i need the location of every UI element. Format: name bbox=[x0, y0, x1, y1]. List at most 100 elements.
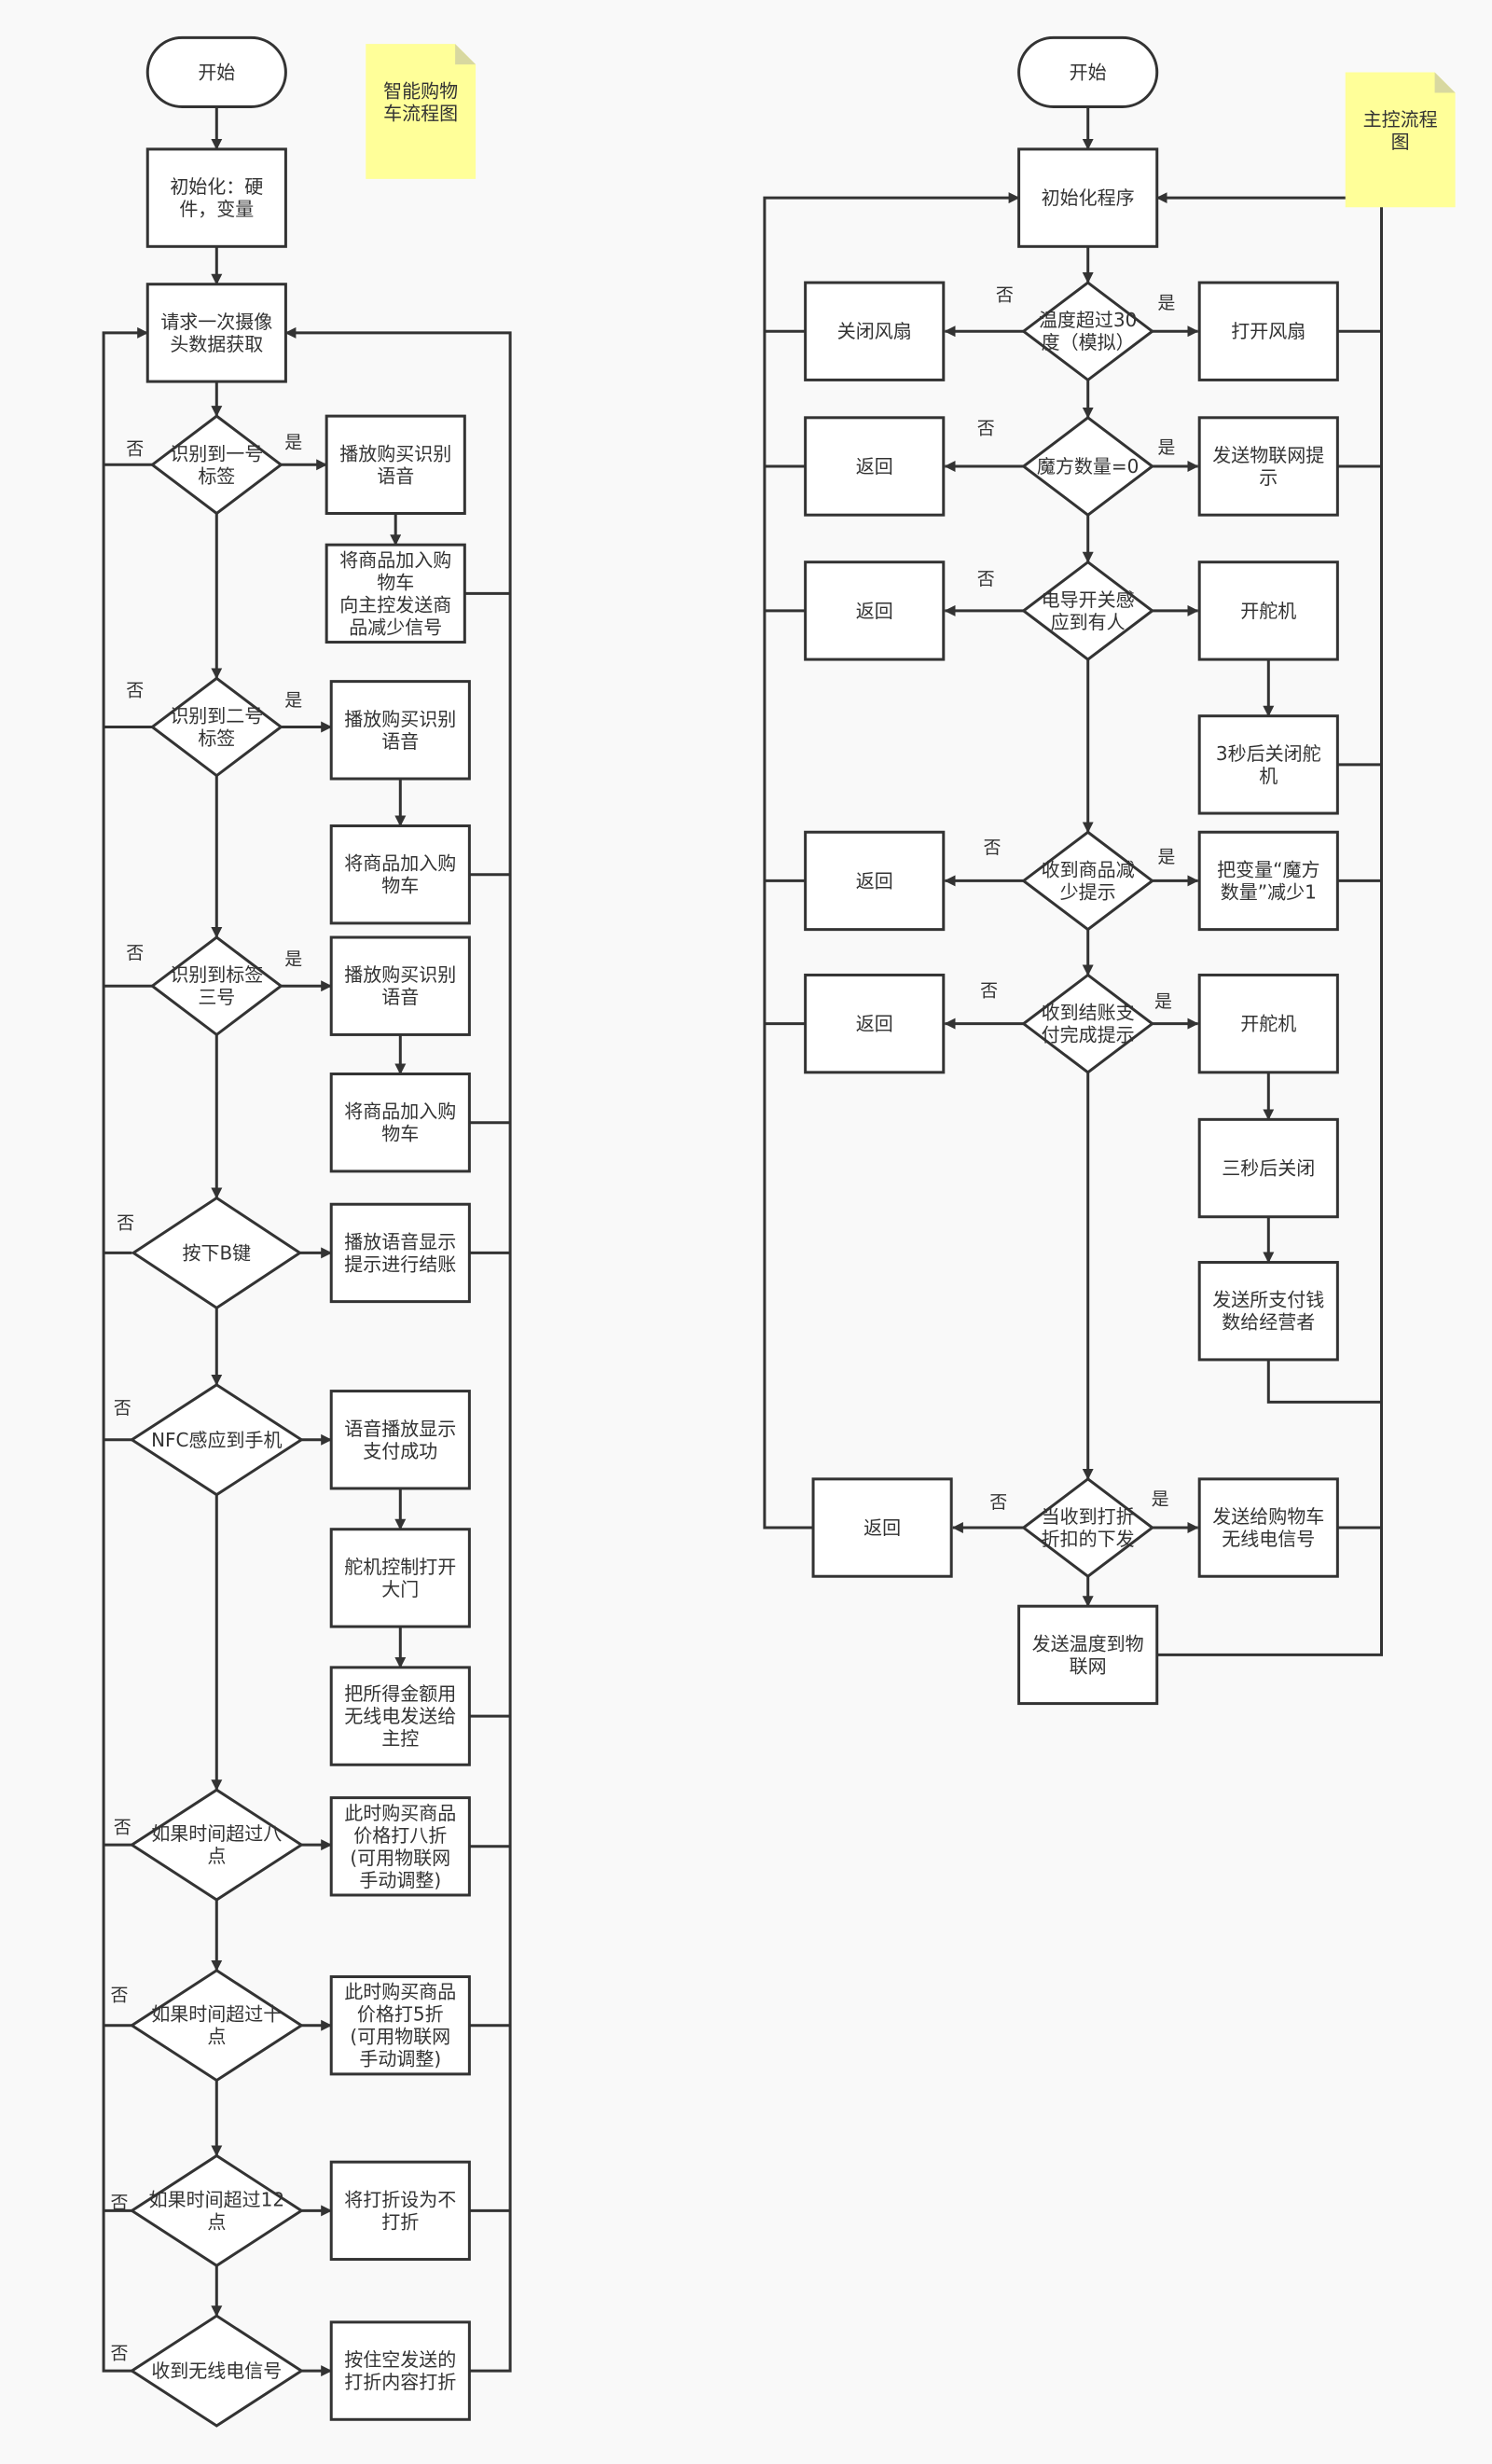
branch-label-r-d6-yes: 是 bbox=[1152, 1489, 1169, 1510]
node-r-servo1-process: 开舵机 bbox=[1197, 561, 1339, 661]
process-box bbox=[329, 1202, 471, 1304]
node-r-dec-text-line-0: 把变量“魔方 bbox=[1217, 858, 1319, 880]
connector-71 bbox=[763, 192, 1020, 1530]
node-l-a3-text-line-1: 物车 bbox=[381, 1123, 419, 1145]
node-r-ret4-text-line-0: 返回 bbox=[856, 1013, 893, 1035]
node-l-req-text-line-0: 请求一次摄像 bbox=[160, 311, 272, 333]
process-box bbox=[804, 973, 946, 1074]
decision-diamond bbox=[149, 935, 283, 1037]
node-r-d4-text-line-0: 收到商品减 bbox=[1042, 858, 1135, 880]
connector-lines bbox=[102, 106, 1383, 2377]
branch-label-r-d1-no: 否 bbox=[996, 284, 1014, 305]
node-r-d2-text-line-0: 魔方数量=0 bbox=[1037, 455, 1139, 478]
node-l-p11-text-line-1: 打折内容打折 bbox=[344, 2371, 456, 2393]
decision-diamond bbox=[1021, 973, 1155, 1074]
note-right-text-line-0: 主控流程 bbox=[1363, 108, 1438, 131]
node-r-iot-text-line-1: 示 bbox=[1259, 466, 1278, 489]
node-r-sendcart-text-line-0: 发送给购物车 bbox=[1212, 1505, 1324, 1528]
branch-label-r-d5-yes: 是 bbox=[1154, 991, 1172, 1012]
node-l-p8-text-line-0: 此时购买商品 bbox=[344, 1802, 456, 1824]
node-r-ret3-text-line-0: 返回 bbox=[856, 869, 893, 892]
branch-label-r-d4-no: 否 bbox=[983, 837, 1001, 858]
node-l-d9-decision: 收到无线电信号 bbox=[129, 2314, 304, 2428]
node-l-d3-text-line-1: 三号 bbox=[198, 986, 235, 1008]
decision-diamond bbox=[129, 2314, 304, 2428]
node-l-p9-text-line-0: 此时购买商品 bbox=[344, 1981, 456, 2003]
process-box bbox=[329, 2320, 471, 2421]
node-r-ret5-process: 返回 bbox=[811, 1477, 953, 1578]
node-l-p2-text-line-1: 语音 bbox=[381, 730, 419, 753]
node-r-fan-on-text-line-0: 打开风扇 bbox=[1231, 320, 1306, 342]
node-l-d6-text-line-1: 点 bbox=[207, 1845, 226, 1867]
decision-diamond bbox=[131, 1196, 303, 1310]
node-r-d5-text-line-0: 收到结账支 bbox=[1042, 1002, 1135, 1024]
process-box bbox=[329, 680, 471, 781]
branch-label-r-d4-yes: 是 bbox=[1157, 847, 1175, 867]
process-box bbox=[1197, 416, 1339, 517]
branch-label-l-d6-no: 否 bbox=[114, 1818, 131, 1838]
node-l-d2-text-line-0: 识别到二号 bbox=[170, 704, 263, 727]
node-r-sendtemp-text-line-0: 发送温度到物 bbox=[1032, 1632, 1144, 1654]
decision-diamond bbox=[1021, 415, 1155, 518]
branch-label-l-d3-yes: 是 bbox=[284, 949, 302, 970]
node-l-p5-text-line-0: 语音播放显示 bbox=[344, 1418, 456, 1440]
node-r-d6-text-line-1: 折扣的下发 bbox=[1042, 1528, 1135, 1550]
node-l-start-terminal: 开始 bbox=[145, 35, 287, 108]
node-r-sendmoney-text-line-1: 数给经营者 bbox=[1222, 1311, 1315, 1334]
node-l-init-process: 初始化：硬件，变量 bbox=[145, 147, 287, 248]
node-r-d4-text-line-1: 少提示 bbox=[1060, 880, 1116, 903]
sticky-notes: 智能购物车流程图主控流程图 bbox=[366, 44, 1456, 208]
node-l-p8-text-line-1: 价格打八折 bbox=[353, 1824, 447, 1847]
node-l-p6-text-line-1: 大门 bbox=[381, 1578, 419, 1600]
decision-diamond bbox=[129, 1383, 304, 1497]
branch-label-l-d3-no: 否 bbox=[126, 943, 144, 963]
flowchart-nodes: 开始初始化：硬件，变量请求一次摄像头数据获取识别到一号标签播放购买识别语音将商品… bbox=[129, 35, 1339, 2428]
terminal-pill bbox=[145, 35, 287, 108]
node-r-fan-off-process: 关闭风扇 bbox=[804, 281, 946, 381]
node-l-p1-text-line-0: 播放购买识别 bbox=[339, 442, 451, 464]
process-box bbox=[804, 561, 946, 661]
process-box bbox=[329, 824, 471, 925]
node-r-ret2-process: 返回 bbox=[804, 561, 946, 661]
process-box bbox=[329, 1073, 471, 1173]
note-left-text-line-1: 车流程图 bbox=[383, 103, 458, 125]
node-r-sendcart-text-line-1: 无线电信号 bbox=[1222, 1528, 1315, 1550]
node-r-close3-text-line-0: 3秒后关闭舵 bbox=[1216, 742, 1321, 765]
node-l-p9-text-line-1: 价格打5折 bbox=[357, 2003, 444, 2026]
branch-label-l-d9-no: 否 bbox=[110, 2344, 128, 2364]
process-box bbox=[1197, 714, 1339, 815]
node-l-p1-text-line-1: 语音 bbox=[377, 464, 414, 487]
node-l-d4-text-line-0: 按下B键 bbox=[182, 1241, 251, 1264]
node-l-p6-text-line-0: 舵机控制打开 bbox=[344, 1556, 456, 1578]
process-box bbox=[1017, 147, 1159, 248]
node-r-fan-on-process: 打开风扇 bbox=[1197, 281, 1339, 381]
node-l-d8-text-line-0: 如果时间超过12 bbox=[149, 2188, 284, 2210]
decision-diamond bbox=[149, 414, 283, 516]
process-box bbox=[811, 1477, 953, 1578]
node-r-dec-process: 把变量“魔方数量”减少1 bbox=[1197, 830, 1339, 932]
node-l-d7-text-line-0: 如果时间超过十 bbox=[151, 2003, 282, 2026]
node-r-sendtemp-text-line-1: 联网 bbox=[1070, 1654, 1107, 1677]
node-r-ret4-process: 返回 bbox=[804, 973, 946, 1074]
node-r-d3-text-line-1: 应到有人 bbox=[1051, 611, 1126, 633]
process-box bbox=[1017, 1604, 1159, 1706]
node-l-init-text-line-1: 件，变量 bbox=[179, 198, 254, 220]
connector-42 bbox=[284, 326, 512, 2373]
node-l-p4-text-line-0: 播放语音显示 bbox=[344, 1230, 456, 1253]
node-r-d1-text-line-0: 温度超过30 bbox=[1039, 309, 1137, 331]
note-fold bbox=[455, 44, 477, 65]
process-box bbox=[1197, 281, 1339, 381]
node-l-p10-text-line-0: 将打折设为不 bbox=[344, 2188, 456, 2210]
